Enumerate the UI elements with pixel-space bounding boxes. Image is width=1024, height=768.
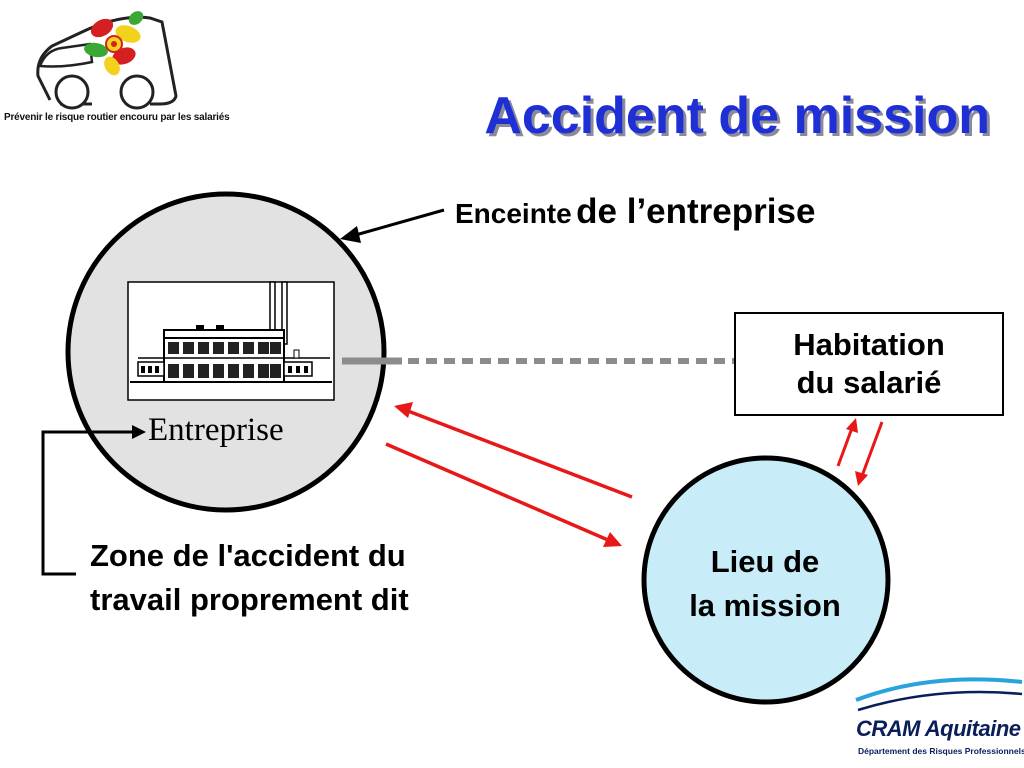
page-title: Accident de mission: [484, 87, 990, 145]
entreprise-label: Entreprise: [148, 412, 284, 448]
enceinte-label-small: Enceinte: [455, 198, 572, 229]
habitation-line-1: Habitation: [793, 327, 945, 362]
zone-line-2: travail proprement dit: [90, 582, 409, 617]
mission-to-habitation-arrow: [836, 418, 858, 467]
cram-logo-icon: [855, 677, 1023, 712]
mission-circle: [641, 455, 891, 705]
zone-line-1: Zone de l'accident du: [90, 538, 406, 573]
enceinte-label: Enceinte de l’entreprise: [455, 192, 815, 232]
mission-line-1: Lieu de: [710, 544, 820, 579]
zone-bracket-arrow: [41, 425, 146, 576]
logo-flower-icon: [84, 11, 144, 76]
enceinte-pointer-arrow: [340, 208, 445, 243]
habitation-to-mission-arrow: [855, 421, 884, 486]
cram-org-name: CRAM Aquitaine: [856, 716, 1021, 741]
habitation-box: Habitation du salarié: [734, 312, 1004, 416]
mission-outbound-arrow: [385, 442, 622, 547]
factory-icon: [127, 281, 335, 401]
mission-return-arrow: [394, 402, 633, 499]
cram-department: Département des Risques Professionnels: [858, 746, 1024, 756]
mission-line-2: la mission: [689, 588, 841, 623]
zone-label: Zone de l'accident du travail proprement…: [90, 534, 409, 622]
mission-label: Lieu de la mission: [640, 540, 890, 628]
logo-caption: Prévenir le risque routier encouru par l…: [4, 112, 230, 123]
enceinte-label-big: de l’entreprise: [576, 192, 816, 231]
logo-car-icon: [36, 15, 178, 110]
habitation-line-2: du salarié: [796, 365, 942, 400]
